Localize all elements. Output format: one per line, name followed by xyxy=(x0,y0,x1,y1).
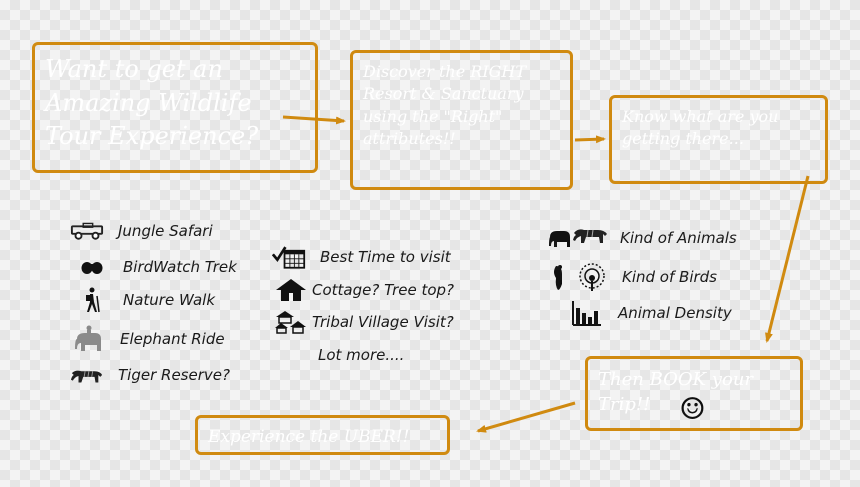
step-book-trip: Then BOOK your Trip!! ☺ xyxy=(585,356,803,431)
arrow-1-to-2 xyxy=(282,115,346,125)
cottage-icon xyxy=(274,278,308,302)
stay-item: Best Time to visit xyxy=(272,244,451,270)
wildlife-item: Animal Density xyxy=(570,300,732,326)
stay-label: Best Time to visit xyxy=(320,248,451,266)
step-book-trip-text: Then BOOK your Trip!! xyxy=(598,369,754,416)
activity-item: BirdWatch Trek xyxy=(75,258,237,276)
step-discover-resort-text: Discover the RIGHT Resort & Sanctuary us… xyxy=(363,62,527,149)
tiger-icon xyxy=(70,365,104,385)
step-discover-resort: Discover the RIGHT Resort & Sanctuary us… xyxy=(350,50,573,190)
step-know-what: Know what are you getting there... xyxy=(609,95,828,184)
stay-label: Cottage? Tree top? xyxy=(312,281,455,299)
smiley-icon: ☺ xyxy=(679,392,706,427)
activity-label: Nature Walk xyxy=(123,291,216,309)
wildlife-item: Kind of Birds xyxy=(550,262,717,292)
huts-icon xyxy=(274,310,308,334)
jeep-icon xyxy=(70,222,104,240)
activity-label: Tiger Reserve? xyxy=(118,366,230,384)
activity-item: Tiger Reserve? xyxy=(70,365,230,385)
stay-item: Cottage? Tree top? xyxy=(274,278,454,302)
stay-item: Tribal Village Visit? xyxy=(274,310,454,334)
wildlife-label: Kind of Birds xyxy=(622,268,717,286)
activity-label: BirdWatch Trek xyxy=(123,258,237,276)
arrow-4-to-5 xyxy=(476,401,576,433)
activity-label: Elephant Ride xyxy=(120,330,225,348)
stay-label: Lot more.... xyxy=(318,346,405,364)
elephant-rider-icon xyxy=(72,325,106,353)
wildlife-label: Animal Density xyxy=(618,304,732,322)
bar-chart-icon xyxy=(570,300,604,326)
step-experience-uber: Experience the UBER!! xyxy=(195,415,450,455)
activity-item: Nature Walk xyxy=(75,287,215,313)
step-want-experience: Want to get an Amazing Wildlife Tour Exp… xyxy=(32,42,318,173)
activity-item: Elephant Ride xyxy=(72,325,225,353)
calendar-check-icon xyxy=(272,244,306,270)
hiker-icon xyxy=(75,287,109,313)
arrow-3-to-4 xyxy=(765,175,810,343)
step-know-what-text: Know what are you getting there... xyxy=(622,107,779,149)
arrow-2-to-3 xyxy=(574,135,606,144)
binoculars-icon xyxy=(75,259,109,275)
wildlife-label: Kind of Animals xyxy=(620,229,737,247)
elephant-tiger-icon xyxy=(548,225,608,251)
stay-label: Tribal Village Visit? xyxy=(312,313,454,331)
activity-label: Jungle Safari xyxy=(118,222,213,240)
wildlife-item: Kind of Animals xyxy=(548,225,737,251)
step-experience-uber-text: Experience the UBER!! xyxy=(208,427,410,447)
stay-item: Lot more.... xyxy=(318,346,404,364)
peacock-icon xyxy=(550,262,610,292)
activity-item: Jungle Safari xyxy=(70,222,213,240)
step-want-experience-text: Want to get an Amazing Wildlife Tour Exp… xyxy=(45,55,259,151)
